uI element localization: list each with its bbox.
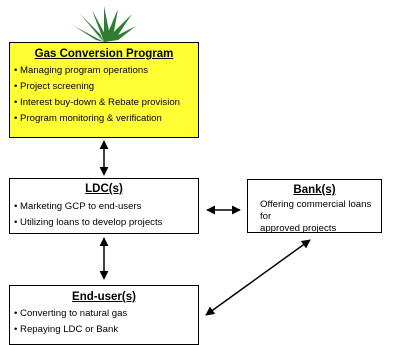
gcp-item: • Managing program operations <box>14 65 149 76</box>
ldc-title: LDC(s) <box>85 183 123 195</box>
bank-desc-line: approved projects <box>260 223 337 234</box>
palm-leaf-logo-icon <box>74 6 136 42</box>
gcp-title: Gas Conversion Program <box>34 48 174 60</box>
bank-title: Bank(s) <box>293 184 336 196</box>
gcp-item: • Program monitoring & verification <box>14 113 162 124</box>
bank-box: Bank(s) Offering commercial loans for ap… <box>247 179 382 234</box>
end-user-item: • Converting to natural gas <box>14 308 128 319</box>
ldc-box: LDC(s) • Marketing GCP to end-users • Ut… <box>9 178 199 234</box>
end-user-title: End-user(s) <box>72 291 136 303</box>
arrow-enduser-bank <box>205 239 311 316</box>
ldc-item: • Marketing GCP to end-users <box>14 201 142 212</box>
gas-conversion-program-box: Gas Conversion Program • Managing progra… <box>9 42 199 138</box>
ldc-item: • Utilizing loans to develop projects <box>14 217 163 228</box>
gcp-item: • Project screening <box>14 81 95 92</box>
end-user-item: • Repaying LDC or Bank <box>14 324 119 335</box>
gcp-item: • Interest buy-down & Rebate provision <box>14 97 181 108</box>
end-user-box: End-user(s) • Converting to natural gas … <box>9 285 199 345</box>
bank-desc-line: Offering commercial loans for <box>260 199 372 222</box>
